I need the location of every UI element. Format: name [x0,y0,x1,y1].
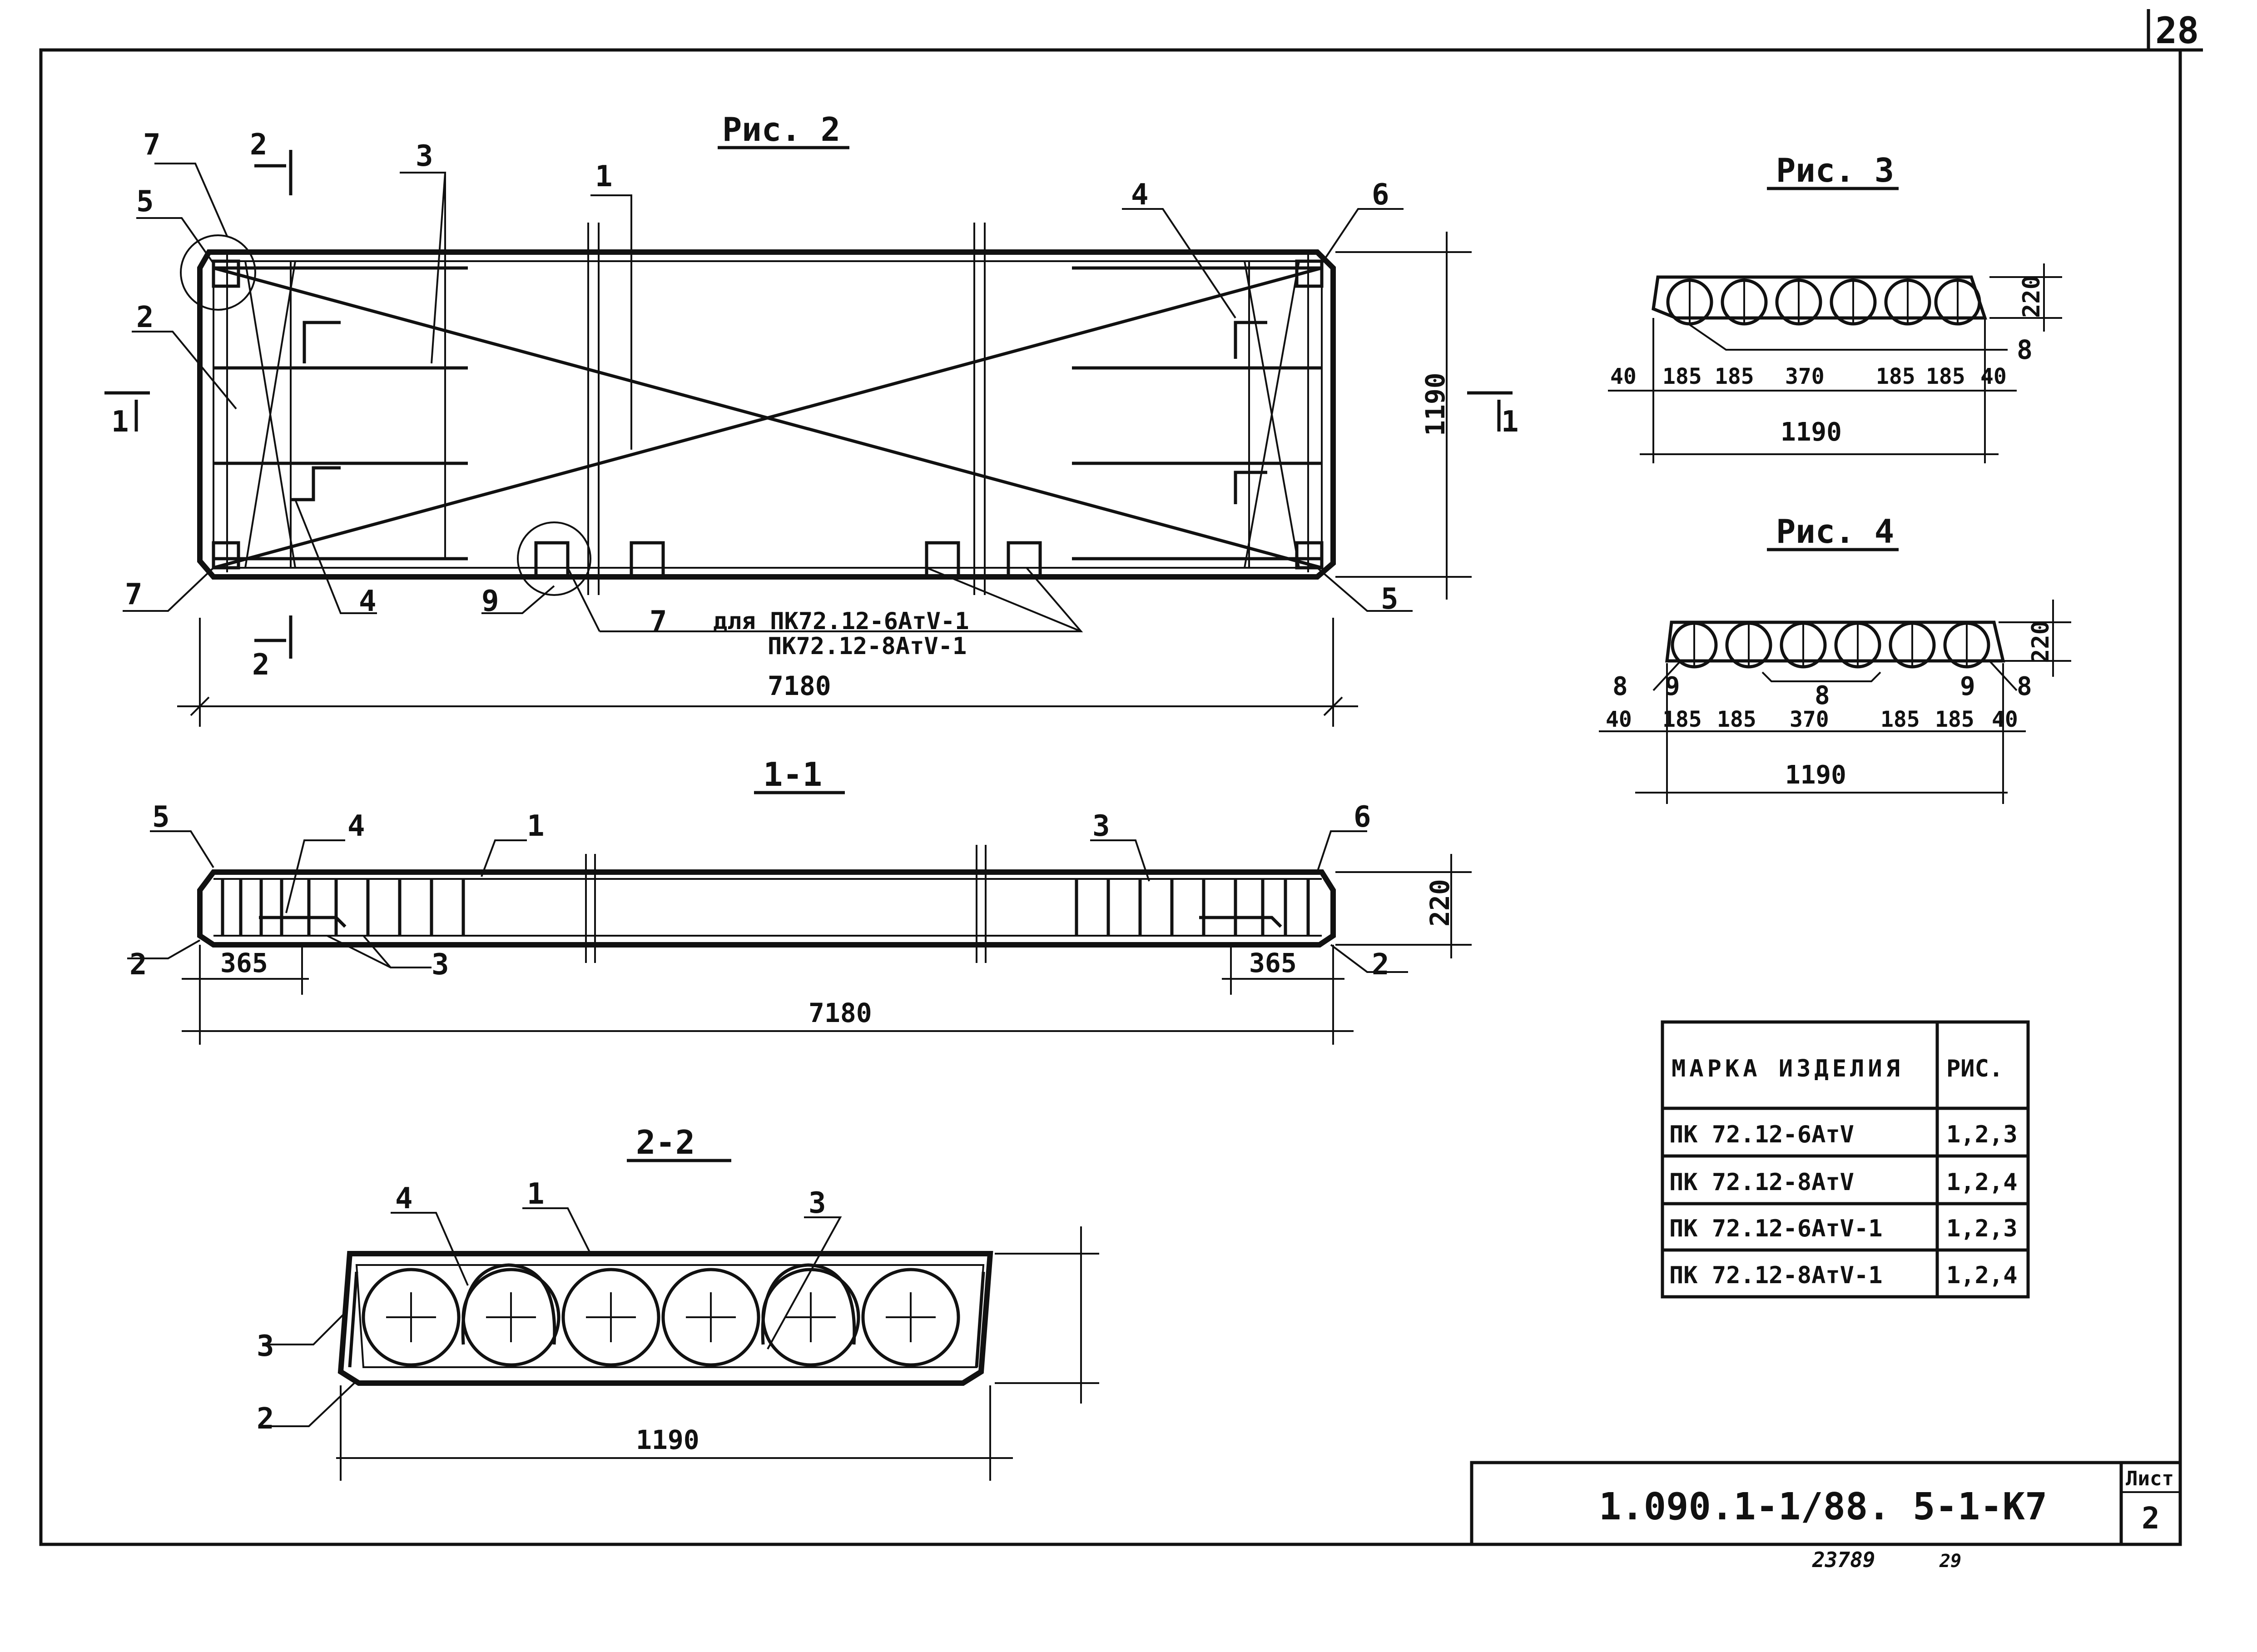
detail-circle-7 [180,234,256,311]
section-1-1-right-end-dim: 365 [1249,948,1297,978]
table-row-2-product: ПК 72.12-8АтV [1669,1169,1854,1196]
sheet-frame: 28 [39,9,2203,1546]
fig4-dim-4: 185 [1880,707,1920,732]
section-1-1-callout-3-left: 3 [432,948,449,982]
cut-1-left-label: 1 [111,405,129,439]
fig3-dim-3: 370 [1785,364,1825,389]
fig3-section: Рис. 3 220 8 40 185 185 370 185 185 40 1… [1608,151,2062,463]
fig2-callout-7-bottom: 7 [650,605,667,639]
fig3-title: Рис. 3 [1776,151,1894,189]
cut-1-right-label: 1 [1501,405,1519,439]
table-header-product: МАРКА ИЗДЕЛИЯ [1672,1055,1904,1082]
product-table: МАРКА ИЗДЕЛИЯ РИС. ПК 72.12-6АтV 1,2,3 П… [1661,1020,2030,1299]
table-row-3-product: ПК 72.12-6АтV-1 [1669,1215,1883,1242]
fig4-callout-9-left: 9 [1665,672,1680,701]
fig3-dim-4: 185 [1876,364,1915,389]
section-2-2-callout-3-left: 3 [257,1330,274,1363]
inventory-number: 23789 [1812,1548,1875,1572]
fig4-callout-8-right: 8 [2017,672,2032,701]
section-1-1-callout-4: 4 [347,809,365,843]
fig2-length-dim: 7180 [768,670,831,701]
section-1-1-title: 1-1 [763,755,822,794]
section-1-1-callout-2-right: 2 [1372,948,1389,982]
fig3-dim-5: 185 [1926,364,1965,389]
table-header-fig: РИС. [1946,1055,2003,1082]
section-1-1-callout-2-left: 2 [129,948,147,982]
fig2-callout-5: 5 [136,185,154,218]
section-2-2-callout-1: 1 [527,1177,545,1211]
fig4-callout-9-right: 9 [1960,672,1975,701]
fig4-dim-5: 185 [1935,707,1974,732]
fig4-section: Рис. 4 220 8 9 8 9 8 40 185 185 370 [1599,512,2071,804]
section-1-1-callout-6: 6 [1354,800,1371,834]
fig3-dim-6: 40 [1980,364,2007,389]
section-2-2: 2-2 [257,1123,1099,1481]
section-2-2-width-dim: 1190 [636,1424,699,1455]
fig3-height-dim: 220 [2018,275,2045,318]
drawing-designation: 1.090.1-1/88. 5-1-К7 [1599,1485,2047,1528]
fig4-dim-1: 185 [1662,707,1702,732]
fig4-dim-0: 40 [1606,707,1632,732]
section-1-1-length-dim: 7180 [809,997,872,1028]
detail-circle-9 [517,521,591,596]
section-1-1-left-end-dim: 365 [220,948,268,978]
fig4-callout-8-left: 8 [1612,672,1628,701]
section-1-1-callout-1: 1 [527,809,545,843]
cut-2-top-label: 2 [250,128,268,162]
table-row-1-product: ПК 72.12-6АтV [1669,1121,1854,1148]
fig2-callout-7: 7 [143,128,161,162]
fig2-callout-1: 1 [595,160,613,193]
fig4-total-dim: 1190 [1785,760,1846,790]
section-2-2-callout-3-right: 3 [809,1186,826,1220]
fig2-callout-4-right: 4 [1131,178,1149,212]
table-row-1-fig: 1,2,3 [1946,1121,2018,1148]
fig2-callout-5-right: 5 [1381,582,1399,616]
inventory-suffix: 29 [1939,1551,1961,1572]
section-1-1-callout-3-right: 3 [1092,809,1110,843]
table-row-4-product: ПК 72.12-8АтV-1 [1669,1262,1883,1289]
fig4-dim-3: 370 [1790,707,1829,732]
fig3-dim-2: 185 [1715,364,1754,389]
sheet-number: 2 [2142,1501,2160,1536]
fig4-title: Рис. 4 [1776,512,1894,551]
fig4-height-dim: 220 [2027,620,2054,663]
fig2-callout-9: 9 [481,585,499,618]
fig2-callout-3: 3 [416,139,433,173]
fig3-dim-1: 185 [1662,364,1702,389]
section-2-2-callout-2: 2 [257,1402,274,1436]
fig4-dim-6: 40 [1992,707,2018,732]
fig2-callout-4-left: 4 [359,585,377,618]
section-1-1-height-dim: 220 [1424,879,1455,927]
fig2-callout-6-left: 7 [125,578,143,611]
fig2-callout-2: 2 [136,301,154,334]
fig2-callout-6-right: 6 [1372,178,1389,212]
fig2-note-line1: для ПК72.12-6АтV-1 [713,608,969,635]
section-2-2-callout-4: 4 [395,1182,413,1215]
cut-2-bottom-label: 2 [252,648,270,682]
table-row-2-fig: 1,2,4 [1946,1169,2018,1196]
table-row-3-fig: 1,2,3 [1946,1215,2018,1242]
fig2-plan: Рис. 2 [104,110,1519,727]
fig2-note-line2: ПК72.12-8АтV-1 [768,633,967,660]
table-row-4-fig: 1,2,4 [1946,1262,2018,1289]
title-block: 1.090.1-1/88. 5-1-К7 Лист 2 23789 29 [1470,1461,2182,1572]
section-1-1: 1-1 [127,755,1472,1045]
fig2-width-dim: 1190 [1420,372,1451,436]
voids [362,1268,960,1367]
fig3-dim-0: 40 [1610,364,1637,389]
fig4-callout-8-center: 8 [1815,681,1830,710]
fig3-callout-8: 8 [2017,334,2033,365]
fig3-total-dim: 1190 [1781,417,1842,447]
page-number: 28 [2155,10,2199,52]
section-1-1-callout-5: 5 [152,800,170,834]
sheet-label: Лист [2126,1467,2174,1490]
fig4-dim-2: 185 [1717,707,1756,732]
fig2-title: Рис. 2 [722,110,840,149]
section-2-2-title: 2-2 [636,1123,695,1161]
